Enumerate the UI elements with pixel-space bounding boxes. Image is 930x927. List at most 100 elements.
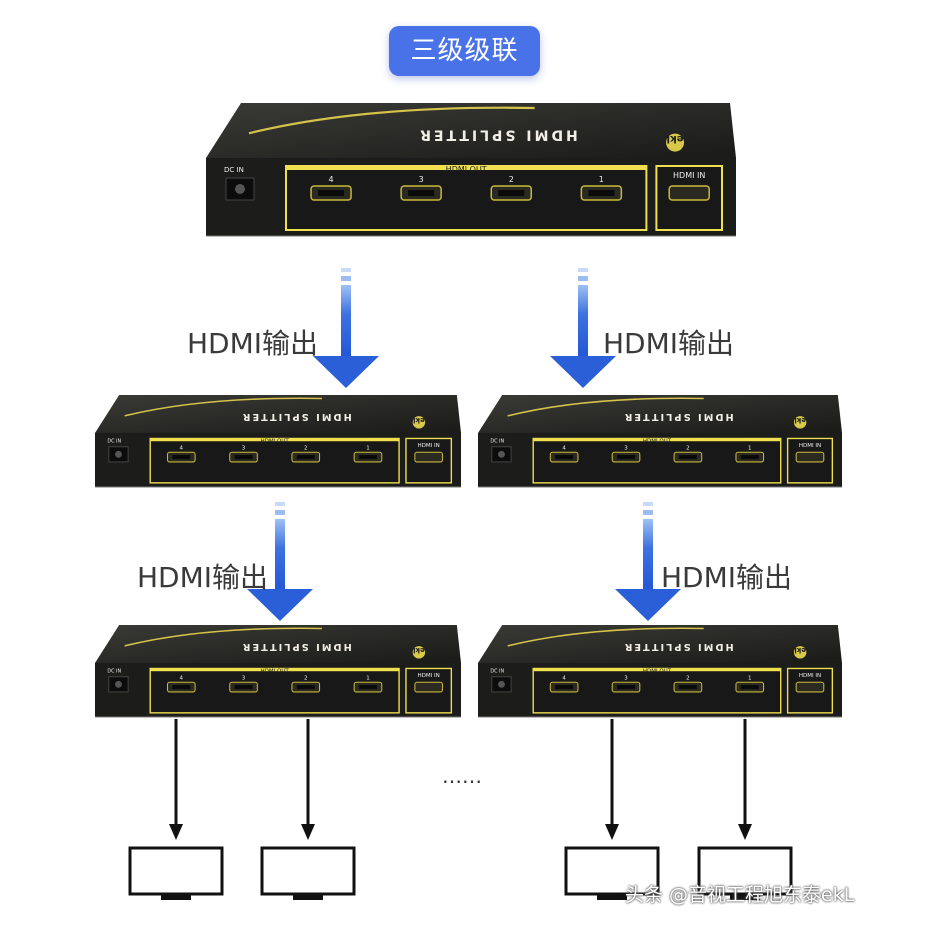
arrow-shaft: [578, 285, 588, 358]
hdmi-port-slot-icon: [172, 685, 191, 690]
hdmi-in-label: HDMI IN: [799, 673, 821, 679]
output-link: [697, 719, 793, 900]
dc-in-label: DC IN: [107, 439, 121, 445]
device-swoosh: [507, 627, 704, 647]
hdmi-out-label: HDMI OUT: [643, 669, 672, 675]
port-number-label: 3: [242, 676, 246, 682]
port-number-label: 1: [366, 446, 370, 452]
hdmi-in-label: HDMI IN: [673, 171, 705, 180]
hdmi-port-slot-icon: [678, 685, 697, 690]
hdmi-in-port-icon: [795, 681, 825, 693]
down-arrow: [615, 502, 681, 621]
arrow-head-icon: [550, 356, 616, 388]
hdmi-in-port-icon: [795, 451, 825, 463]
arrow-dash: [578, 268, 588, 272]
port-number-label: 2: [686, 676, 690, 682]
title-badge: 三级级联: [389, 26, 540, 76]
device-top-label: HDMI SPLITTER: [241, 411, 352, 422]
port-number-label: 3: [242, 446, 246, 452]
port-number-label: 1: [748, 446, 752, 452]
hdmi-out-label: HDMI OUT: [643, 439, 672, 445]
arrow-shaft: [275, 519, 285, 591]
monitor-stand-icon: [293, 895, 323, 900]
down-arrow: [313, 268, 379, 388]
port-number-label: 2: [304, 446, 308, 452]
dc-in-label: DC IN: [224, 166, 244, 174]
down-arrow: [550, 268, 616, 388]
output-arrow-icon: [169, 824, 183, 840]
output-link: [260, 719, 356, 900]
dc-in-jack-icon: [498, 450, 505, 458]
arrow-dash: [643, 510, 653, 515]
hdmi-port-slot-icon: [296, 455, 315, 460]
hdmi-port-slot-icon: [234, 685, 253, 690]
brand-logo-text: ekl: [667, 133, 684, 144]
hdmi-port-slot-icon: [359, 685, 377, 690]
brand-logo-text: ekl: [413, 646, 425, 654]
brand-logo-icon: [793, 646, 807, 659]
output-arrow-icon: [605, 824, 619, 840]
brand-logo-text: ekl: [413, 416, 425, 424]
dc-in-label: DC IN: [490, 669, 504, 675]
hdmi-port-slot-icon: [555, 455, 574, 460]
port-number-label: 3: [624, 446, 628, 452]
brand-logo-text: ekl: [794, 416, 806, 424]
monitor-stand-icon: [597, 895, 627, 900]
dc-in-label: DC IN: [490, 439, 504, 445]
port-number-label: 2: [304, 676, 308, 682]
arrow-dash: [341, 276, 351, 281]
monitor-icon: [564, 846, 660, 896]
arrow-head-icon: [313, 356, 379, 388]
hdmi-in-label: HDMI IN: [799, 443, 821, 449]
arrow-dash: [341, 268, 351, 272]
arrow-dash: [275, 502, 285, 506]
hdmi-in-label: HDMI IN: [418, 443, 440, 449]
hdmi-port-slot-icon: [234, 455, 253, 460]
brand-logo-icon: [666, 133, 685, 152]
port-number-label: 4: [562, 676, 566, 682]
device-top-label: HDMI SPLITTER: [623, 641, 734, 652]
port-number-label: 3: [624, 676, 628, 682]
hdmi-port-slot-icon: [588, 190, 615, 196]
hdmi-port-slot-icon: [359, 455, 377, 460]
brand-logo-icon: [412, 646, 426, 659]
arrow-label: HDMI输出: [603, 327, 734, 360]
output-link: [564, 719, 660, 900]
hdmi-in-port-icon: [414, 451, 443, 463]
arrow-label: HDMI输出: [187, 327, 318, 360]
output-link: [128, 719, 224, 900]
arrow-label: HDMI输出: [661, 561, 792, 594]
port-number-label: 4: [180, 676, 184, 682]
dc-in-label: DC IN: [107, 669, 121, 675]
port-number-label: 4: [562, 446, 566, 452]
hdmi-in-port-icon: [668, 185, 710, 201]
brand-logo-text: ekl: [794, 646, 806, 654]
hdmi-port-slot-icon: [408, 190, 435, 196]
dc-in-jack-icon: [498, 680, 505, 688]
arrow-dash: [578, 276, 588, 281]
hdmi-port-slot-icon: [498, 190, 525, 196]
arrow-shaft: [341, 285, 351, 358]
hdmi-in-port-icon: [414, 681, 443, 693]
monitor-icon: [260, 846, 356, 896]
hdmi-port-slot-icon: [555, 685, 574, 690]
monitor-icon: [697, 846, 793, 896]
monitor-stand-icon: [730, 895, 760, 900]
port-number-label: 2: [686, 446, 690, 452]
device-swoosh: [507, 397, 704, 417]
hdmi-out-bar: [533, 668, 781, 672]
arrow-head-icon: [247, 589, 313, 621]
down-arrow: [247, 502, 313, 621]
dc-in-jack-icon: [235, 184, 245, 194]
monitor-stand-icon: [161, 895, 191, 900]
hdmi-port-slot-icon: [318, 190, 345, 196]
watermark: 头条 @音视工程旭东泰ekL: [625, 884, 855, 906]
hdmi-out-label: HDMI OUT: [446, 165, 487, 174]
device-top-label: HDMI SPLITTER: [241, 641, 352, 652]
hdmi-port-slot-icon: [172, 455, 191, 460]
device-swoosh: [124, 397, 322, 417]
